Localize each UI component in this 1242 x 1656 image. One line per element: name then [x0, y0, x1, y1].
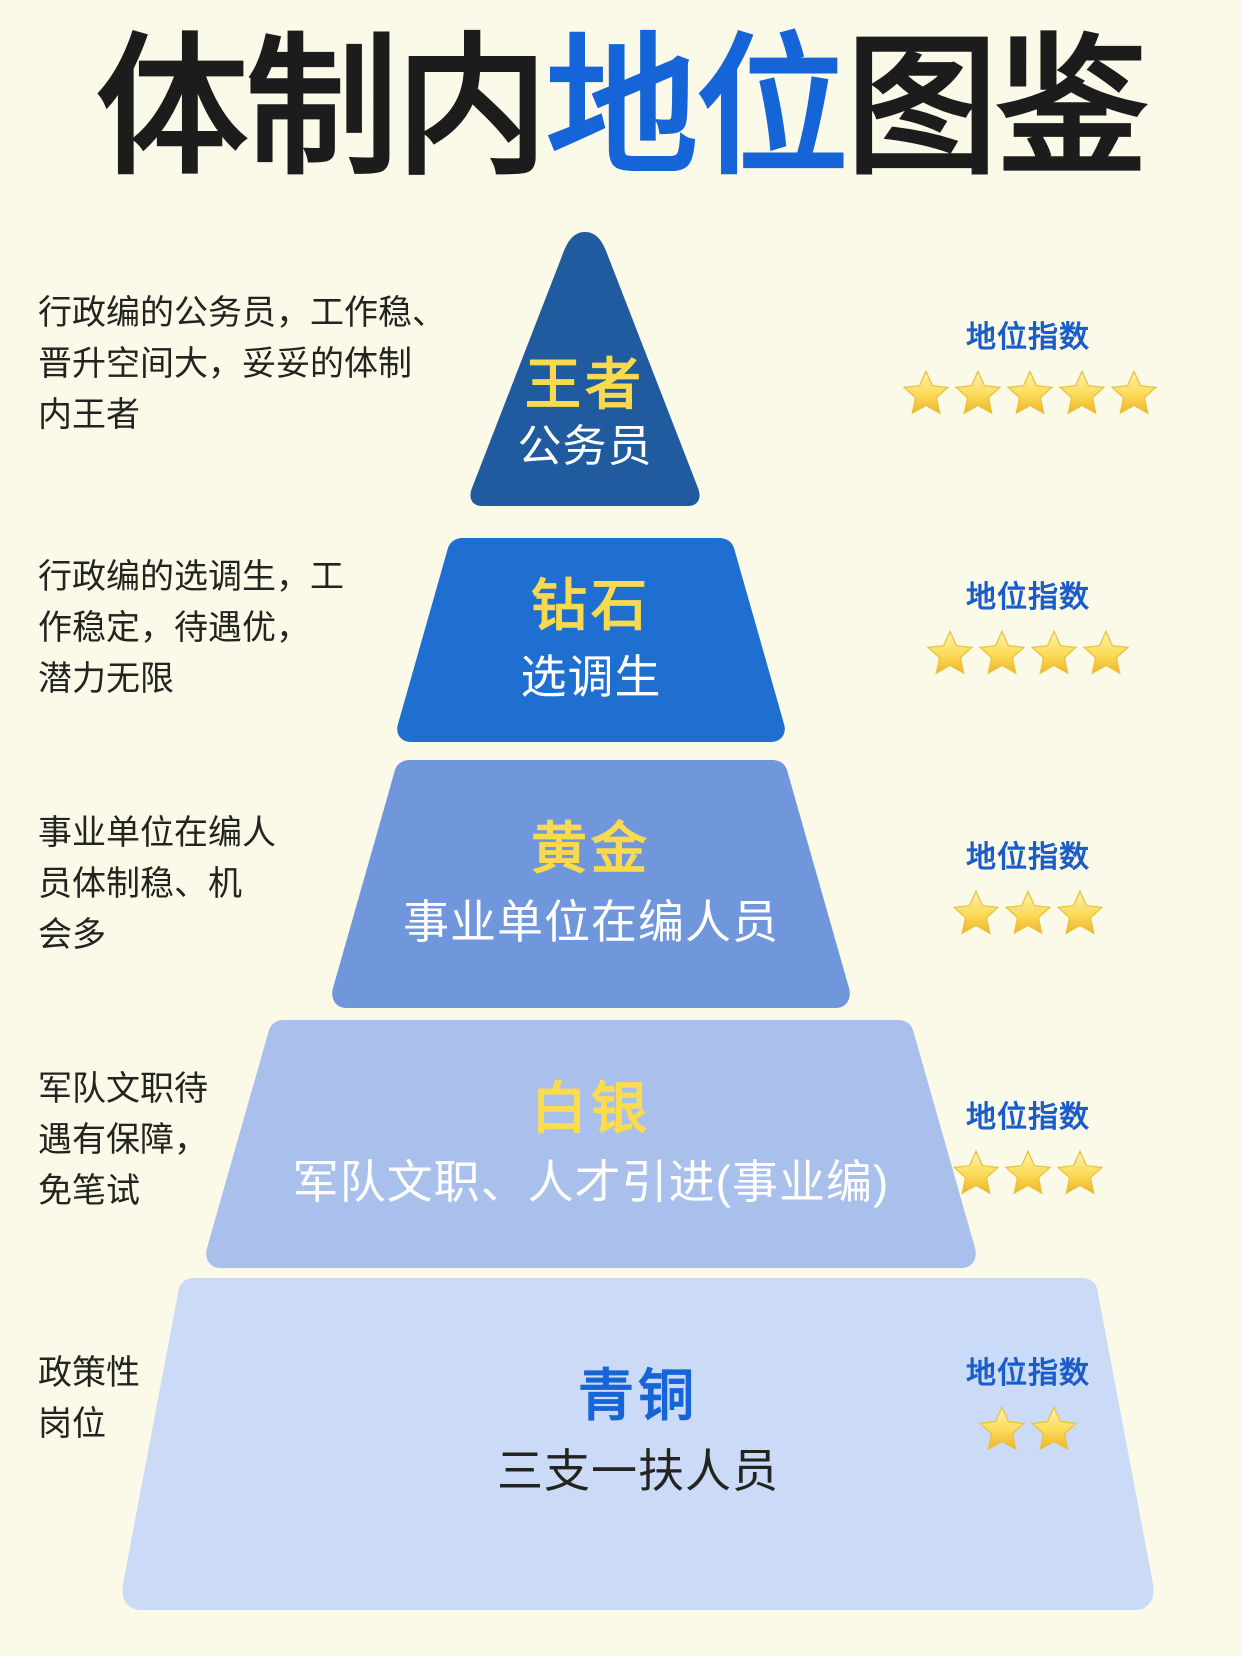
tier-shape-2 [397, 538, 785, 742]
tier-rank-3: 黄金 [531, 816, 651, 880]
star-icon [1058, 369, 1106, 415]
star-icon [978, 1405, 1026, 1451]
star-rating-1 [900, 368, 1158, 418]
star-rating-2 [900, 628, 1156, 678]
tier-shape-1 [470, 232, 700, 506]
star-icon [1006, 369, 1054, 415]
tier-role-5: 三支一扶人员 [497, 1445, 779, 1498]
tier-role-1: 公务员 [517, 422, 653, 472]
status-index-label-4: 地位指数 [966, 1101, 1090, 1134]
tier-labels-3: 黄金 事业单位在编人员 [330, 816, 852, 950]
status-index-1: 地位指数 [900, 312, 1158, 418]
tier-labels-5: 青铜 三支一扶人员 [120, 1365, 1156, 1499]
tier-labels-2: 钻石 选调生 [396, 573, 786, 705]
status-index-2: 地位指数 [900, 572, 1156, 678]
star-icon [978, 629, 1026, 675]
tier-shape-5 [122, 1278, 1154, 1610]
tier-description-2: 行政编的选调生，工 作稳定，待遇优， 潜力无限 [38, 558, 344, 698]
star-icon [954, 369, 1002, 415]
star-icon [926, 629, 974, 675]
star-rating-5 [900, 1404, 1156, 1454]
tier-rank-2: 钻石 [531, 573, 651, 637]
star-icon [902, 369, 950, 415]
tier-description-3: 事业单位在编人 员体制稳、机 会多 [38, 814, 276, 954]
status-index-3: 地位指数 [900, 832, 1156, 938]
star-icon [952, 1149, 1000, 1195]
tier-description-4: 军队文职待 遇有保障， 免笔试 [38, 1070, 208, 1210]
tier-role-4: 军队文职、人才引进(事业编) [292, 1156, 890, 1209]
star-icon [1004, 889, 1052, 935]
tier-labels-4: 白银 军队文职、人才引进(事业编) [204, 1076, 978, 1210]
star-icon [1110, 369, 1158, 415]
pyramid-tier-4[interactable]: 白银 军队文职、人才引进(事业编) [204, 1020, 978, 1268]
tier-rank-5: 青铜 [578, 1363, 698, 1427]
pyramid-tier-3[interactable]: 黄金 事业单位在编人员 [330, 760, 852, 1008]
tier-rank-4: 白银 [531, 1076, 651, 1140]
star-icon [1004, 1149, 1052, 1195]
tier-shape-3 [332, 760, 850, 1008]
status-index-label-1: 地位指数 [966, 321, 1090, 354]
star-rating-3 [900, 888, 1156, 938]
pyramid-tier-5[interactable]: 青铜 三支一扶人员 [120, 1278, 1156, 1610]
star-icon [1056, 889, 1104, 935]
title-segment-1: 体制内 [96, 23, 548, 193]
tier-role-3: 事业单位在编人员 [403, 896, 779, 949]
pyramid-tier-2[interactable]: 钻石 选调生 [396, 538, 786, 742]
status-index-5: 地位指数 [900, 1348, 1156, 1454]
star-icon [1056, 1149, 1104, 1195]
status-index-label-2: 地位指数 [966, 581, 1090, 614]
title-segment-2: 地位 [546, 23, 848, 193]
tier-rank-1: 王者 [525, 352, 645, 416]
page-title: 体制内地位图鉴 [0, 24, 1242, 192]
tier-shape-4 [206, 1020, 976, 1268]
tier-labels-1: 王者 公务员 [466, 265, 704, 473]
status-index-4: 地位指数 [900, 1092, 1156, 1198]
tier-role-2: 选调生 [520, 651, 662, 704]
star-icon [1030, 1405, 1078, 1451]
tier-description-5: 政策性 岗位 [38, 1354, 140, 1443]
star-icon [1082, 629, 1130, 675]
star-icon [1030, 629, 1078, 675]
status-index-label-5: 地位指数 [966, 1357, 1090, 1390]
status-index-label-3: 地位指数 [966, 841, 1090, 874]
title-segment-3: 图鉴 [846, 23, 1148, 193]
star-rating-4 [900, 1148, 1156, 1198]
tier-description-1: 行政编的公务员，工作稳、 晋升空间大，妥妥的体制 内王者 [38, 294, 446, 434]
pyramid-tier-1[interactable]: 王者 公务员 [466, 232, 704, 506]
star-icon [952, 889, 1000, 935]
